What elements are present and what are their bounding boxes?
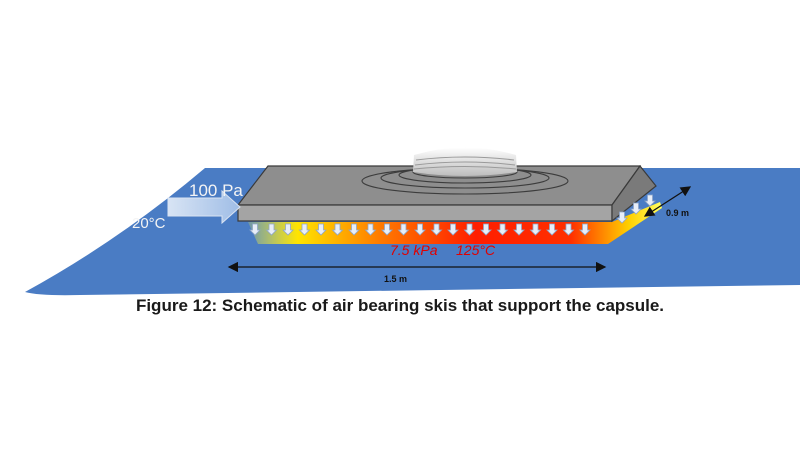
air-jet-arrow [529,223,542,236]
air-jet-arrow [430,223,443,236]
air-jet-arrow [414,223,426,236]
air-jet-arrow [513,223,525,236]
air-jet-arrow [496,223,509,236]
air-jet-arrow [315,223,327,236]
inflow-arrow [167,189,241,225]
ski-side-face [611,165,657,223]
air-jet-arrow [331,223,344,236]
air-jet-arrow [463,223,476,236]
ski-front-face [237,204,613,222]
air-jet-arrow [348,223,360,236]
air-jet-arrow [546,223,558,236]
inflow-pressure-label: 100 Pa [189,181,243,200]
air-jet-arrow [265,223,278,236]
air-jet-arrows [249,194,656,236]
film-temperature-label: 125°C [456,242,496,258]
inflow-temperature-label: 20°C [132,215,166,232]
air-jet-arrow [282,223,294,236]
length-label: 1.5 m [384,274,407,284]
air-jet-arrow [616,211,628,224]
air-film [248,202,662,244]
air-jet-arrow [298,223,311,236]
air-jet-arrow [562,223,575,236]
air-jet-arrow [364,223,377,236]
width-dimension-arrow [643,186,692,217]
air-jet-arrow [447,223,459,236]
air-jet-arrow [249,223,261,236]
ski-body [236,147,657,223]
air-jet-arrow [630,202,642,215]
width-label: 0.9 m [666,208,689,218]
air-jet-arrow [397,223,410,236]
figure-caption: Figure 12: Schematic of air bearing skis… [135,296,665,315]
air-jet-arrow [381,223,393,236]
dome-ridge-lines [413,156,517,170]
air-jet-arrow [579,223,591,236]
film-pressure-label: 7.5 kPa [390,242,438,258]
air-jet-arrow [480,223,492,236]
